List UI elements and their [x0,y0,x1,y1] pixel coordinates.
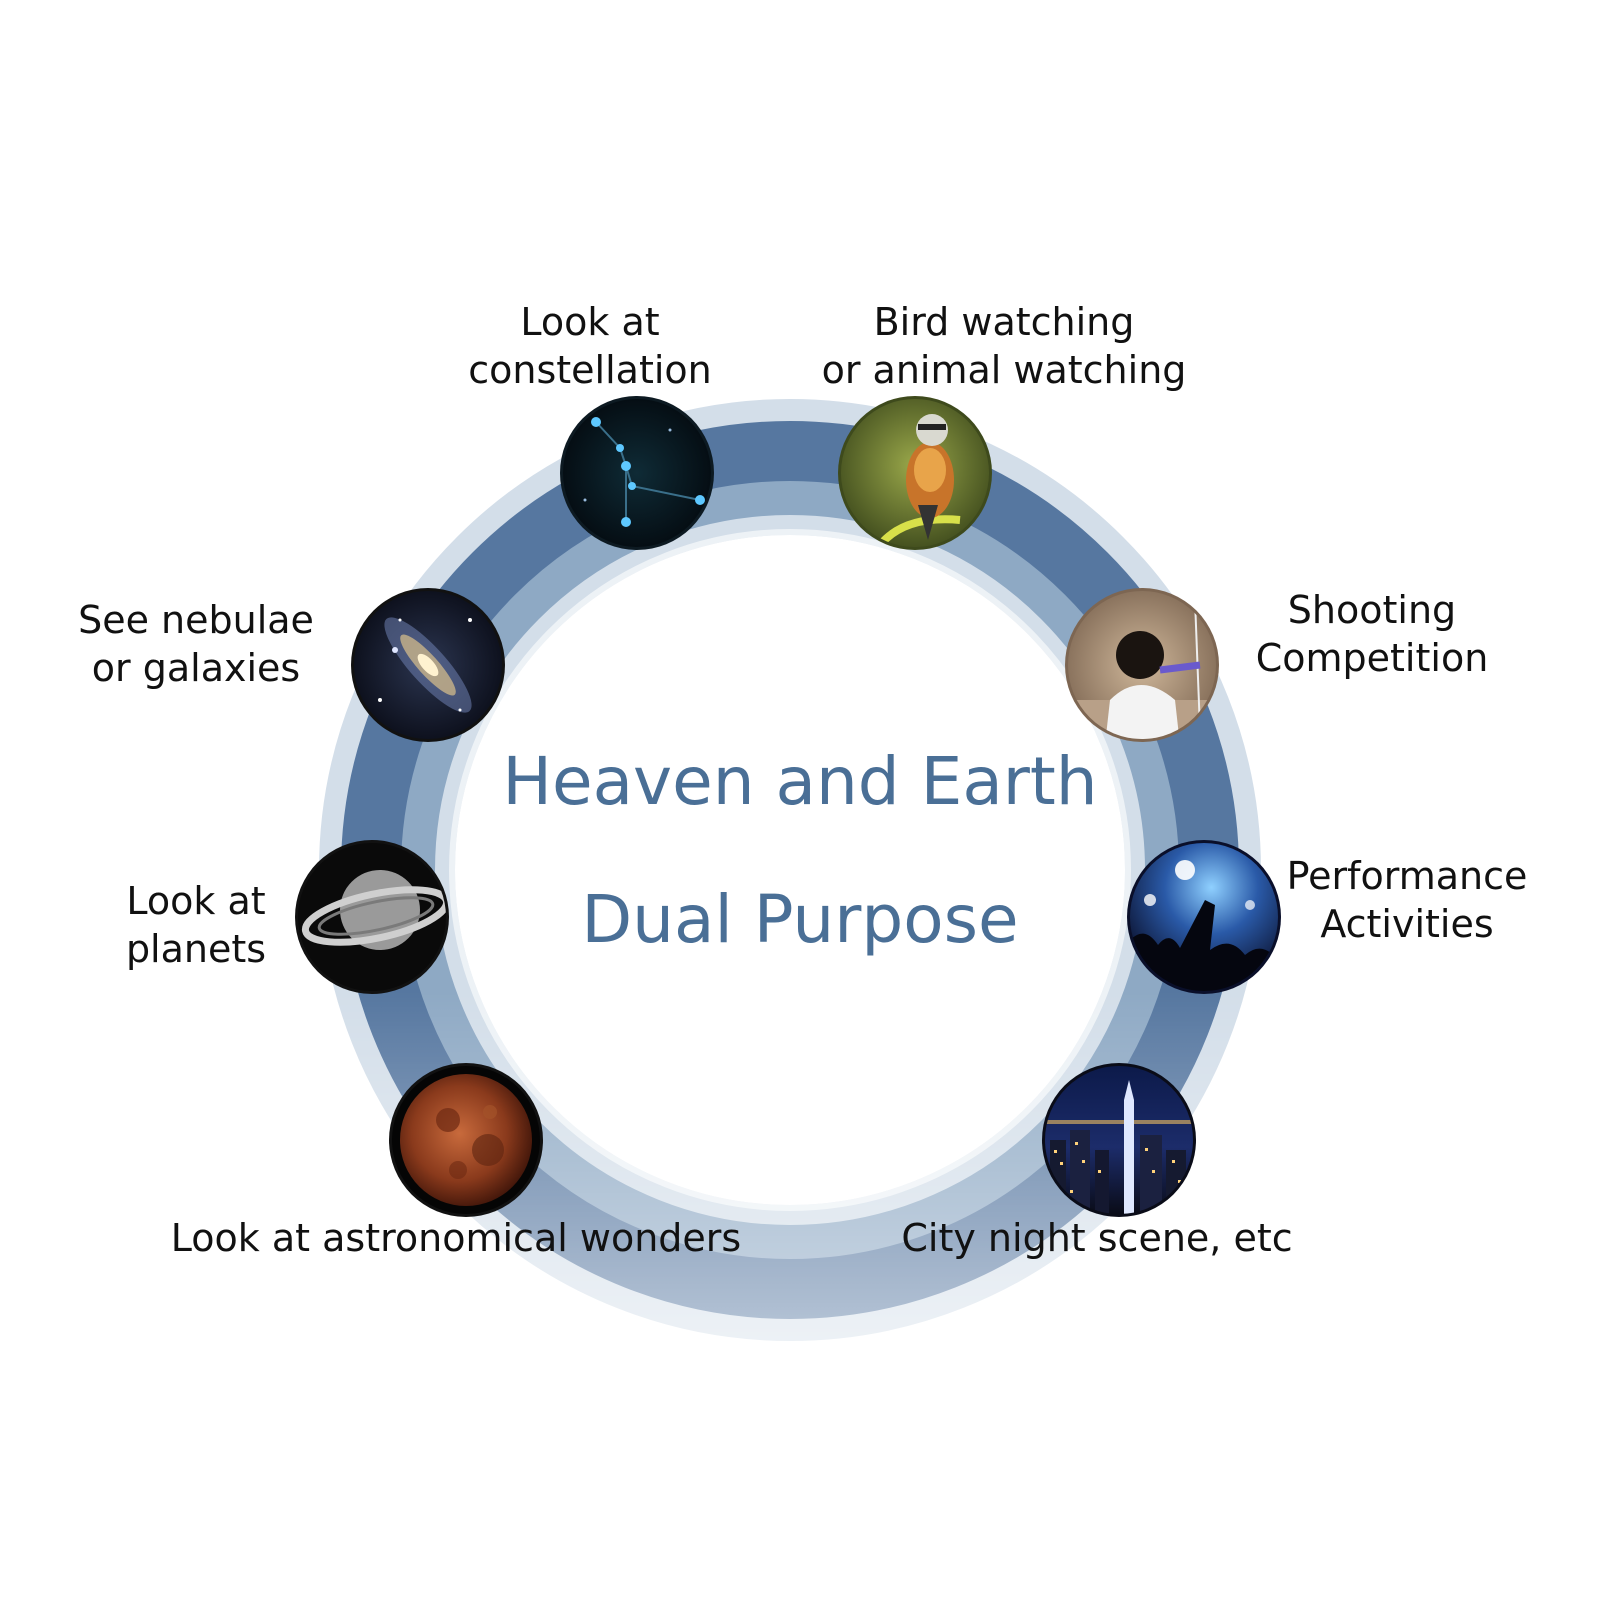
label-performance: Performance Activities [1286,854,1528,946]
label-constellation: Look at constellation [468,300,712,392]
label-shooting: Shooting Competition [1255,588,1489,680]
concert-icon [1127,840,1281,994]
saturn-icon [295,840,449,994]
galaxy-icon [351,588,505,742]
label-bird-watching: Bird watching or animal watching [821,300,1187,392]
label-nebulae: See nebulae or galaxies [78,598,314,690]
label-city-night: City night scene, etc [901,1216,1293,1260]
label-astronomical-wonders: Look at astronomical wonders [170,1216,742,1260]
city-night-icon [1042,1063,1196,1217]
constellation-icon [560,396,714,550]
archer-icon [1065,588,1219,742]
bird-icon [838,396,992,550]
label-planets: Look at planets [125,879,267,971]
center-title-line1: Heaven and Earth [502,743,1098,820]
blood-moon-icon [389,1063,543,1217]
center-title-line2: Dual Purpose [581,881,1019,958]
